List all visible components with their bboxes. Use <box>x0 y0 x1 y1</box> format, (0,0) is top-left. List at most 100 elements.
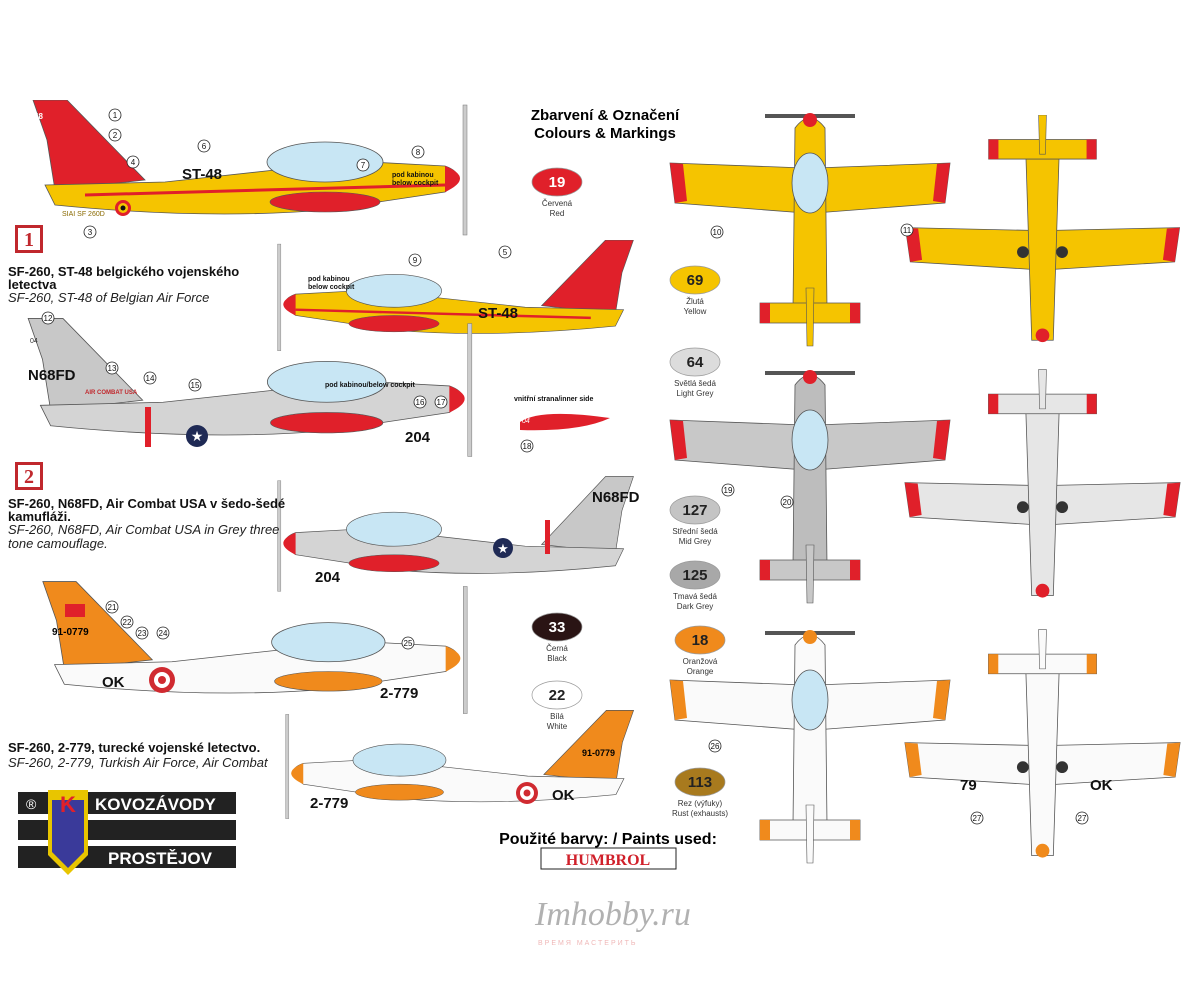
scheme1-caption-cz-1: SF-260, ST-48 belgického vojenského <box>8 264 239 279</box>
svg-text:5: 5 <box>503 248 508 257</box>
svg-text:16: 16 <box>416 398 425 407</box>
svg-text:1: 1 <box>24 229 34 251</box>
scheme2-caption-en-1: SF-260, N68FD, Air Combat USA in Grey th… <box>8 522 279 537</box>
paint-chip-label: Mid Grey <box>679 537 711 546</box>
callout-11: 11 <box>900 223 914 237</box>
svg-text:25: 25 <box>404 639 413 648</box>
svg-text:6: 6 <box>202 142 207 151</box>
callout-3: 3 <box>83 225 97 239</box>
svg-text:8: 8 <box>416 148 421 157</box>
scheme1-side-view-right <box>276 240 635 352</box>
scheme2-caption-en-2: tone camouflage. <box>8 536 108 551</box>
svg-text:12: 12 <box>44 314 53 323</box>
paint-chip-swatch <box>674 767 726 797</box>
paint-chip-swatch <box>669 495 721 525</box>
callout-15: 15 <box>188 378 202 392</box>
paint-chip-label: Red <box>550 209 565 218</box>
scheme1-bottom-view <box>904 115 1181 343</box>
scheme2-tail-small: 04 <box>30 338 38 345</box>
svg-text:24: 24 <box>159 629 168 638</box>
scheme3-fuselage-code: OK <box>102 674 125 691</box>
callout-19: 19 <box>721 483 735 497</box>
scheme1-code-left: ST-48 <box>182 166 222 183</box>
scheme3-caption-en-1: SF-260, 2-779, Turkish Air Force, Air Co… <box>8 755 269 770</box>
paint-chip-swatch <box>531 612 583 642</box>
svg-text:22: 22 <box>123 618 132 627</box>
callout-9: 9 <box>408 253 422 267</box>
paint-chip-number: 33 <box>549 619 566 636</box>
kovozavody-logo: ® K KOVOZÁVODY PROSTĚJOV <box>18 790 236 875</box>
callout-17: 17 <box>434 395 448 409</box>
svg-text:Imhobby.ru: Imhobby.ru <box>534 896 691 933</box>
callout-20: 20 <box>780 495 794 509</box>
callout-7: 7 <box>356 158 370 172</box>
paint-chip-label: Dark Grey <box>677 602 713 611</box>
scheme2-tail-number: N68FD <box>28 367 76 384</box>
callout-21: 21 <box>105 600 119 614</box>
paint-chip-number: 69 <box>687 272 704 289</box>
svg-text:23: 23 <box>138 629 147 638</box>
scheme3-tail-number-right: 91-0779 <box>582 748 615 758</box>
scheme2-badge: 2 <box>15 462 43 490</box>
svg-text:3: 3 <box>88 228 93 237</box>
callout-27: 27 <box>970 811 984 825</box>
svg-text:★: ★ <box>191 428 204 444</box>
scheme3-wing-code-a: 79 <box>960 777 977 794</box>
scheme3-code-right: 2-779 <box>310 795 348 812</box>
paint-chip-label: Rust (exhausts) <box>672 809 728 818</box>
humbrol-logo <box>540 847 677 870</box>
svg-text:KOVOZÁVODY: KOVOZÁVODY <box>95 795 217 814</box>
note-below-cockpit-en-2: below cockpit <box>308 284 355 291</box>
svg-text:4: 4 <box>131 158 136 167</box>
paint-chip-swatch <box>669 560 721 590</box>
scheme2-logo-text: AIR COMBAT USA <box>85 390 138 396</box>
svg-text:7: 7 <box>361 161 366 170</box>
svg-text:2: 2 <box>113 131 118 140</box>
note-below-cockpit-en: below cockpit <box>392 180 439 187</box>
paint-chip-number: 113 <box>688 774 712 791</box>
callout-13: 13 <box>105 361 119 375</box>
scheme3-wing-code-b: OK <box>1090 777 1113 794</box>
scheme2-caption-cz-1: SF-260, N68FD, Air Combat USA v šedo-šed… <box>8 496 285 511</box>
paint-chip-number: 64 <box>687 354 704 371</box>
paint-chip-swatch <box>531 167 583 197</box>
callout-1: 1 <box>108 108 122 122</box>
paint-chip-label: Orange <box>687 667 714 676</box>
turkish-flag-icon <box>65 604 85 617</box>
paint-chip-label: Tmavá šedá <box>673 592 718 601</box>
us-star-insignia-icon <box>186 425 208 447</box>
callout-8: 8 <box>411 145 425 159</box>
inner-side-part <box>520 413 610 431</box>
paint-chip-swatch <box>674 625 726 655</box>
svg-text:®: ® <box>26 796 37 812</box>
callout-14: 14 <box>143 371 157 385</box>
callout-27: 27 <box>1075 811 1089 825</box>
watermark: Imhobby.ru ВРЕМЯ МАСТЕРИТЬ <box>534 896 691 947</box>
paint-chip-label: Yellow <box>684 307 707 316</box>
svg-text:10: 10 <box>713 228 722 237</box>
paint-chip-label: Střední šedá <box>672 527 718 536</box>
svg-text:20: 20 <box>783 498 792 507</box>
paint-chip-label: Black <box>547 654 568 663</box>
svg-text:15: 15 <box>191 381 200 390</box>
scheme1-caption-cz-2: letectva <box>8 277 57 292</box>
note-below-cockpit-cz-2: pod kabinou <box>308 276 350 283</box>
svg-text:ВРЕМЯ МАСТЕРИТЬ: ВРЕМЯ МАСТЕРИТЬ <box>538 940 638 947</box>
paint-chip-number: 127 <box>682 502 707 519</box>
svg-text:PROSTĚJOV: PROSTĚJOV <box>108 849 213 868</box>
paint-chip-swatch <box>669 265 721 295</box>
svg-text:13: 13 <box>108 364 117 373</box>
inner-side-code: 04 <box>522 418 530 425</box>
paint-chip-label: Světlá šedá <box>674 379 716 388</box>
paint-chip-label: Rez (výfuky) <box>678 799 723 808</box>
title-line2: Colours & Markings <box>534 125 676 142</box>
title-line1: Zbarvení & Označení <box>531 107 680 124</box>
svg-text:14: 14 <box>146 374 155 383</box>
callout-10: 10 <box>710 225 724 239</box>
paint-chip-label: Žlutá <box>686 297 704 306</box>
